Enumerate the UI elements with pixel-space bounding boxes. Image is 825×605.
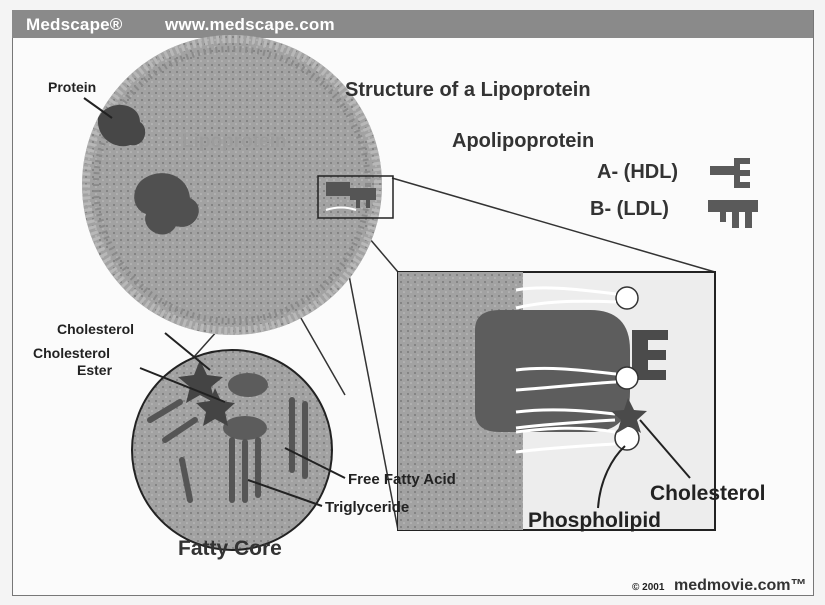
footer-copyright: © 2001 — [632, 582, 665, 593]
diagram-title: Structure of a Lipoprotein — [345, 79, 591, 101]
label-apolipoprotein: Apolipoprotein — [452, 130, 594, 152]
label-apo-a-hdl: A- (HDL) — [597, 161, 678, 183]
label-cholesterol-membrane: Cholesterol — [650, 482, 766, 505]
label-cholesterol-ester-line2: Ester — [77, 362, 113, 378]
label-apo-b-ldl: B- (LDL) — [590, 198, 669, 220]
label-protein: Protein — [48, 79, 96, 95]
apo-a-hdl-icon — [710, 158, 750, 188]
label-lipoprotein: Lipoprotein — [182, 131, 286, 152]
label-cholesterol-ester-line1: Cholesterol — [33, 345, 110, 361]
core-oval — [228, 373, 268, 397]
label-free-fatty-acid: Free Fatty Acid — [348, 471, 456, 488]
label-triglyceride: Triglyceride — [325, 499, 409, 516]
footer-brand: medmovie.com™ — [674, 577, 806, 594]
apolipoprotein-key — [632, 330, 668, 380]
zoom-line-right — [392, 178, 715, 272]
label-phospholipid: Phospholipid — [528, 509, 661, 532]
label-fatty-core: Fatty Core — [178, 537, 282, 560]
apo-b-ldl-icon — [708, 200, 758, 228]
label-cholesterol-core: Cholesterol — [57, 321, 134, 337]
